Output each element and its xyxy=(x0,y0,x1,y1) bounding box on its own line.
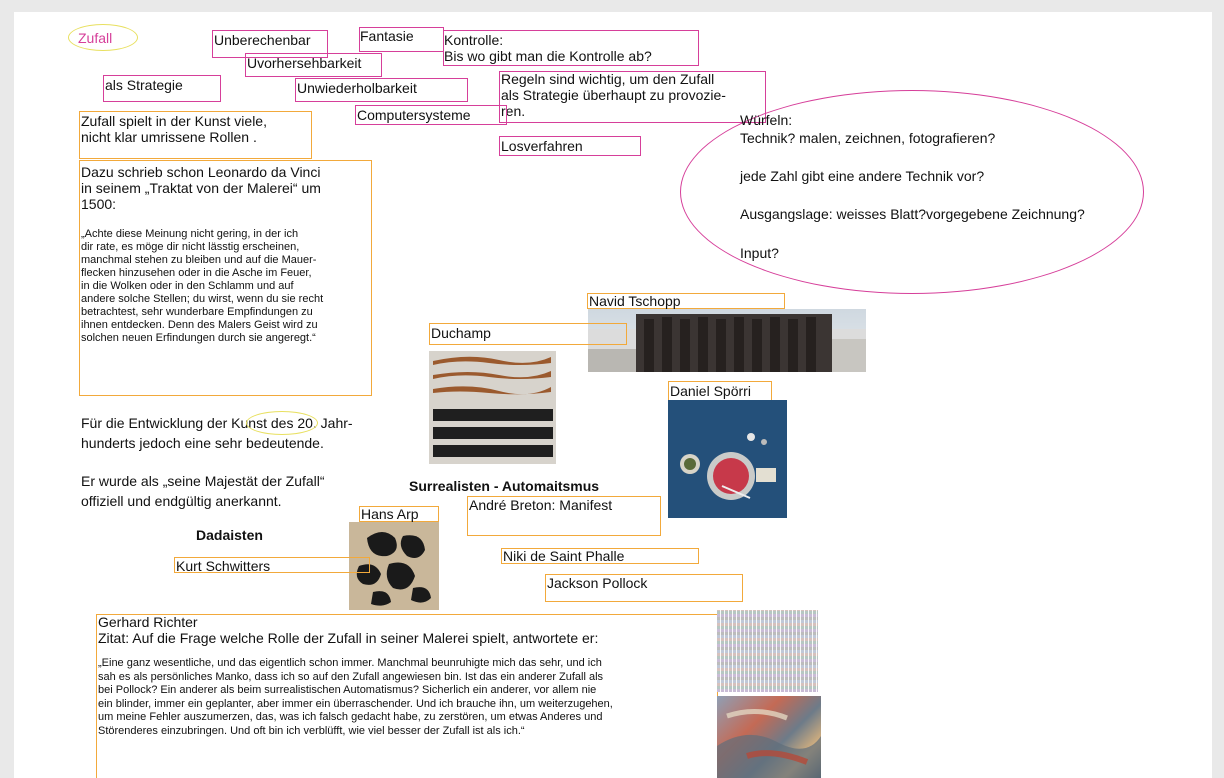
snare-picture-image xyxy=(680,433,776,500)
unberechenbar-box xyxy=(212,30,328,58)
losverfahren-box xyxy=(499,136,641,156)
saint-phalle-label: Niki de Saint Phalle xyxy=(503,548,625,564)
regeln-label: Regeln sind wichtig, um den Zufall als S… xyxy=(501,71,726,119)
intro-box xyxy=(79,111,312,159)
wuerfeln-heading: Würfeln: xyxy=(740,112,793,128)
unberechenbar-label: Unberechenbar xyxy=(214,32,311,48)
leonardo-box xyxy=(79,160,372,396)
duchamp-photo xyxy=(429,351,556,464)
arp-collage-image xyxy=(356,532,431,606)
breton-box xyxy=(467,496,661,536)
navid-label: Navid Tschopp xyxy=(589,293,681,309)
uvorhersehbarkeit-box xyxy=(245,53,382,77)
surrealisten-heading: Surrealisten - Automaitsmus xyxy=(409,478,600,494)
navid-photo xyxy=(588,309,866,372)
schwitters-label: Kurt Schwitters xyxy=(176,558,271,574)
pollock-box xyxy=(545,574,743,602)
page-canvas: Zufall Unberechenbar Fantasie Kontrolle:… xyxy=(14,12,1212,778)
duchamp-label: Duchamp xyxy=(431,325,491,341)
kontrolle-box xyxy=(443,30,699,66)
unwiederholbarkeit-box xyxy=(295,78,468,102)
wuerfeln-ellipse xyxy=(680,90,1144,294)
richter-name: Gerhard Richter xyxy=(98,614,198,630)
wuerfeln-line-2: jede Zahl gibt eine andere Technik vor? xyxy=(740,168,985,184)
losverfahren-label: Losverfahren xyxy=(501,138,583,154)
navid-box xyxy=(587,293,785,309)
computersysteme-box xyxy=(355,105,507,125)
wuerfeln-line-4: Input? xyxy=(740,245,779,261)
als-strategie-label: als Strategie xyxy=(105,77,183,93)
arp-label: Hans Arp xyxy=(361,506,419,522)
regeln-box xyxy=(499,71,766,123)
leonardo-quote: „Achte diese Meinung nicht gering, in de… xyxy=(81,228,324,344)
schwitters-box xyxy=(174,557,370,573)
duchamp-box xyxy=(429,323,627,345)
kunst-ellipse xyxy=(246,411,318,435)
majestaet-text: Er wurde als „seine Majestät der Zufall“… xyxy=(81,473,325,509)
fantasie-label: Fantasie xyxy=(360,28,414,44)
uvorhersehbarkeit-label: Uvorhersehbarkeit xyxy=(247,55,362,71)
breton-label: André Breton: Manifest xyxy=(469,497,613,513)
kontrolle-label: Kontrolle: Bis wo gibt man die Kontrolle… xyxy=(444,32,652,64)
leonardo-text: Dazu schrieb schon Leonardo da Vinci in … xyxy=(81,164,321,212)
saint-phalle-box xyxy=(501,548,699,564)
arp-box xyxy=(359,506,439,522)
als-strategie-box xyxy=(103,75,221,102)
richter-zitat: Zitat: Auf die Frage welche Rolle der Zu… xyxy=(98,630,599,646)
wuerfeln-line-3: Ausgangslage: weisses Blatt?vorgegebene … xyxy=(740,206,1085,222)
intro-text: Zufall spielt in der Kunst viele, nicht … xyxy=(81,113,267,145)
spoerri-photo xyxy=(668,400,787,518)
zufall-ellipse xyxy=(68,24,138,51)
pollock-label: Jackson Pollock xyxy=(547,575,648,591)
building-image xyxy=(588,314,866,372)
zufall-label: Zufall xyxy=(78,30,113,46)
unwiederholbarkeit-label: Unwiederholbarkeit xyxy=(297,80,417,96)
arp-photo xyxy=(349,522,439,610)
richter-quote: „Eine ganz wesentliche, und das eigentli… xyxy=(98,657,613,737)
dadaisten-heading: Dadaisten xyxy=(196,527,263,543)
wuerfeln-line-1: Technik? malen, zeichnen, fotografieren? xyxy=(740,130,996,146)
spoerri-label: Daniel Spörri xyxy=(670,383,751,399)
computersysteme-label: Computersysteme xyxy=(357,107,471,123)
stoppages-image xyxy=(433,356,553,457)
richter-abstract-painting xyxy=(717,696,821,778)
abstract-strokes-image xyxy=(717,709,821,778)
richter-colour-chart xyxy=(717,610,818,692)
